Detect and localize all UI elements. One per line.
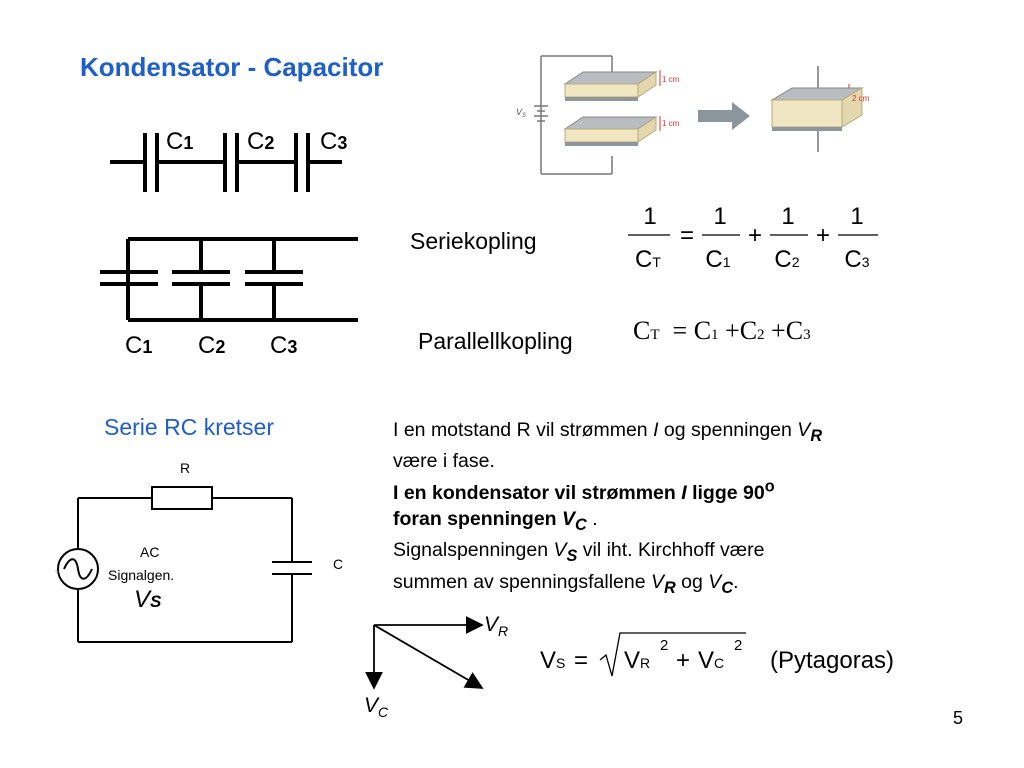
svg-text:+: + (748, 222, 762, 249)
svg-text:VC: VC (698, 647, 724, 674)
svg-text:VR: VR (624, 647, 650, 674)
slide-title: Kondensator - Capacitor (80, 52, 384, 82)
series-formula-label: Seriekopling (410, 228, 537, 254)
svg-text:2: 2 (734, 637, 742, 654)
parallel-formula: CT = C1 +C2 +C3 (633, 316, 811, 345)
ac-source-label-line1: AC (140, 544, 160, 560)
plates-source-label: VS (516, 107, 526, 119)
rc-capacitor-label: C (333, 556, 344, 572)
svg-text:CT: CT (635, 246, 661, 273)
svg-text:=: = (574, 647, 588, 674)
page-number: 5 (953, 708, 964, 728)
svg-text:1: 1 (713, 203, 726, 230)
gap-bottom-label: 1 cm (662, 119, 680, 128)
svg-text:1: 1 (781, 203, 794, 230)
gap-top-label: 1 cm (662, 75, 680, 84)
svg-text:C2: C2 (774, 246, 799, 273)
rc-explanation: I en motstand R vil strømmen I og spenni… (393, 419, 823, 597)
ac-source-symbol: VS (134, 586, 162, 613)
parallel-c1-label: C1 (125, 332, 153, 359)
svg-text:VS: VS (540, 647, 565, 674)
rc-resistor-label: R (180, 460, 191, 476)
series-c1-label: C1 (166, 128, 194, 155)
series-c2-label: C2 (247, 128, 275, 155)
parallel-c3-label: C3 (270, 332, 298, 359)
parallel-formula-label: Parallellkopling (418, 328, 573, 354)
svg-text:=: = (680, 222, 694, 249)
svg-text:C3: C3 (844, 246, 869, 273)
ac-source-label-line2: Signalgen. (108, 567, 175, 583)
pythagoras-note: (Pytagoras) (770, 647, 894, 674)
svg-text:+: + (816, 222, 830, 249)
parallel-c2-label: C2 (198, 332, 226, 359)
gap-combined-label: 2 cm (852, 94, 870, 103)
phasor-vc-label: VC (364, 694, 389, 720)
rc-section-heading: Serie RC kretser (104, 414, 274, 440)
svg-text:C1: C1 (705, 246, 730, 273)
series-c3-label: C3 (320, 128, 348, 155)
svg-text:1: 1 (850, 203, 863, 230)
svg-text:+: + (676, 647, 690, 674)
phasor-vr-label: VR (484, 613, 508, 639)
svg-text:2: 2 (660, 637, 668, 654)
ac-source-mark: ~ (55, 567, 60, 576)
svg-text:1: 1 (643, 203, 656, 230)
